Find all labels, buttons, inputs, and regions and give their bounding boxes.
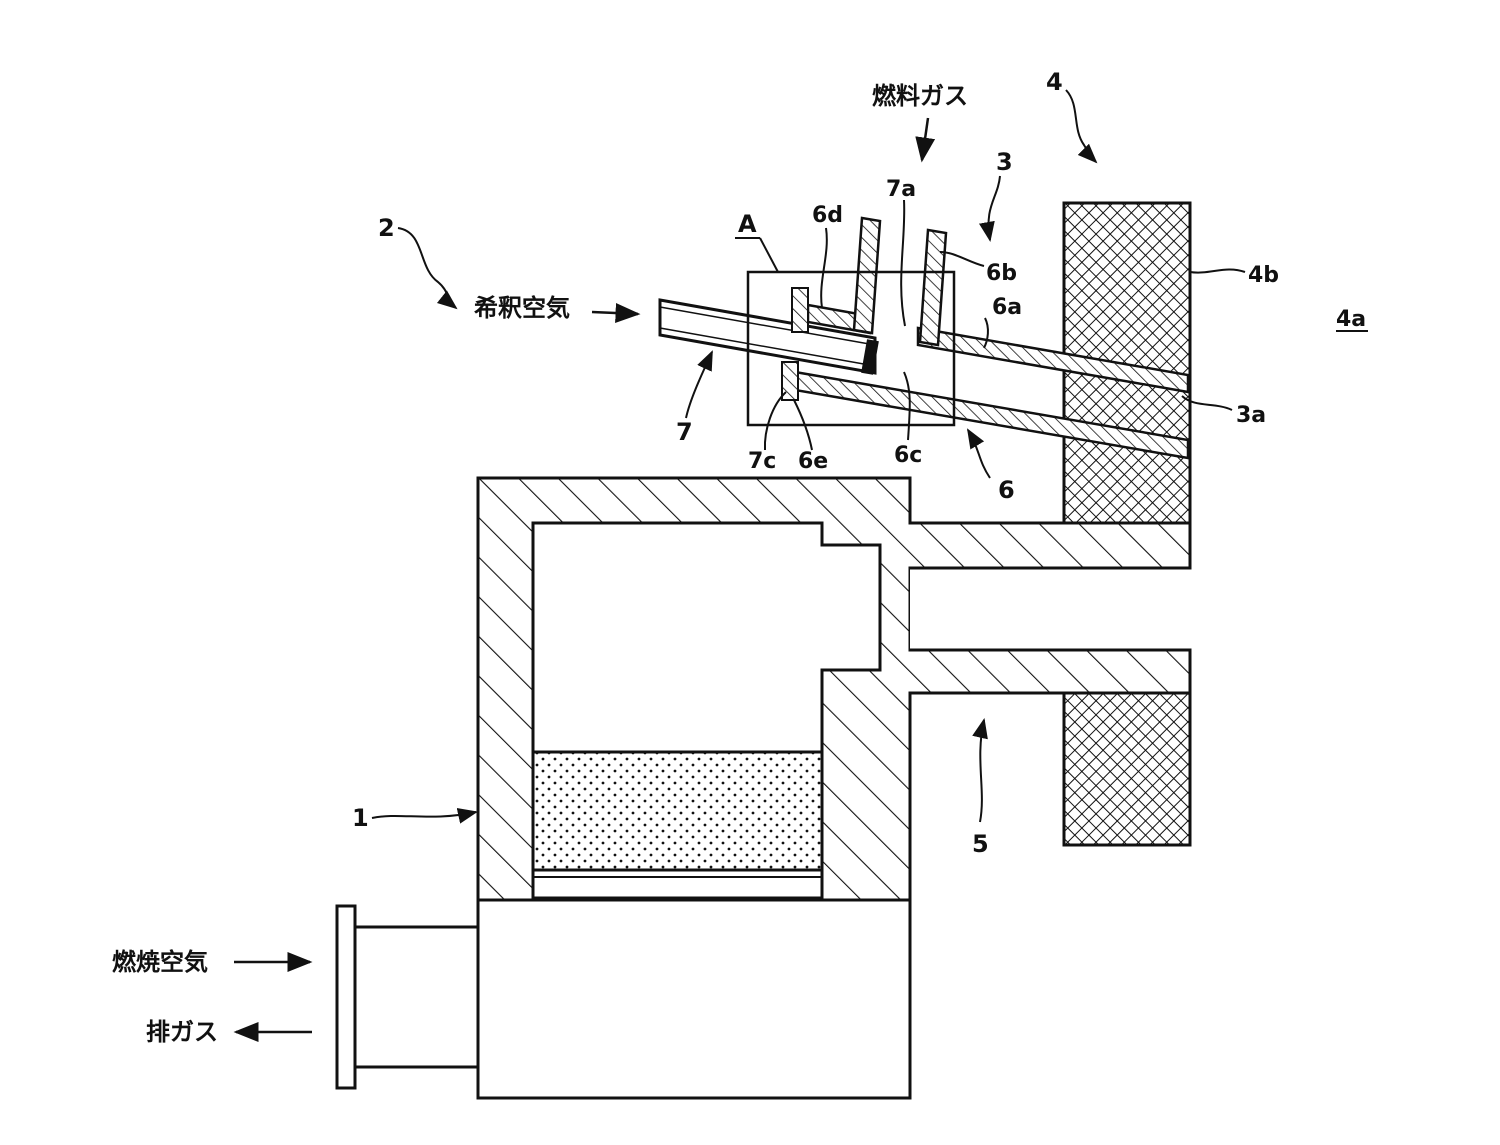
leader-6e xyxy=(793,399,813,451)
throat-passage xyxy=(910,568,1190,650)
leader-6c xyxy=(903,371,911,441)
air-duct xyxy=(353,925,480,1069)
furnace-wall xyxy=(1062,201,1192,847)
leader-5 xyxy=(972,718,988,823)
dilution-pipe-tip xyxy=(861,339,879,375)
leader-7a xyxy=(900,199,906,327)
ref-6d: 6d xyxy=(812,203,843,228)
ref-4b: 4b xyxy=(1248,263,1279,288)
label-fuel-gas: 燃料ガス xyxy=(872,82,968,110)
dilution-pipe-inner xyxy=(659,306,876,346)
label-exhaust-gas: 排ガス xyxy=(146,1018,218,1046)
leader-1 xyxy=(371,807,478,824)
seal-lower xyxy=(781,361,799,401)
ref-5: 5 xyxy=(972,830,989,858)
dilution-pipe-inner-2 xyxy=(659,327,876,367)
ref-3: 3 xyxy=(996,148,1013,176)
ref-2: 2 xyxy=(378,214,395,242)
leader-4 xyxy=(1065,89,1098,164)
leader-3 xyxy=(979,175,1001,242)
fuel-inlet-left-wall xyxy=(852,216,882,335)
wall-lower-block xyxy=(1062,691,1192,847)
ref-3a: 3a xyxy=(1236,403,1266,428)
ref-6: 6 xyxy=(998,476,1015,504)
duct-flange xyxy=(335,904,357,1090)
leader-6b xyxy=(939,251,985,267)
fuel-gas-arrow xyxy=(915,117,936,163)
dilution-air-arrow xyxy=(591,303,641,324)
ref-A: A xyxy=(738,210,757,238)
ref-1: 1 xyxy=(352,804,369,832)
ref-6c: 6c xyxy=(894,443,922,468)
leader-2 xyxy=(397,227,458,310)
flow-arrows xyxy=(233,117,936,1042)
leader-7 xyxy=(685,350,713,419)
seal-upper xyxy=(791,287,809,333)
burner-assembly xyxy=(658,216,1190,460)
leader-lines xyxy=(371,89,1246,824)
ref-4a: 4a xyxy=(1336,307,1366,332)
ref-7: 7 xyxy=(676,418,693,446)
ref-6a: 6a xyxy=(992,295,1022,320)
detail-region-A xyxy=(746,270,956,427)
fuel-inlet-right-wall xyxy=(918,228,948,347)
leader-6a xyxy=(983,317,989,349)
leader-6d xyxy=(820,227,828,309)
regenerator-body xyxy=(335,476,1192,1100)
leader-6 xyxy=(966,428,991,479)
ref-7c: 7c xyxy=(748,449,776,474)
air-header-box xyxy=(476,898,912,1100)
ref-7a: 7a xyxy=(886,177,916,202)
detail-A-leader-2 xyxy=(759,237,779,273)
label-combustion-air: 燃焼空気 xyxy=(112,948,208,976)
leader-3a xyxy=(1181,395,1233,411)
regenerator-bed xyxy=(531,750,824,872)
label-dilution-air: 希釈空気 xyxy=(474,294,570,322)
ref-6e: 6e xyxy=(798,449,828,474)
leader-4b xyxy=(1189,268,1246,274)
labels: 燃料ガス 希釈空気 燃焼空気 排ガス 1 2 3 3a 4 4a 4b 5 6 … xyxy=(112,68,1368,1046)
leader-7c xyxy=(763,391,787,451)
ref-6b: 6b xyxy=(986,261,1017,286)
ref-4: 4 xyxy=(1046,68,1063,96)
